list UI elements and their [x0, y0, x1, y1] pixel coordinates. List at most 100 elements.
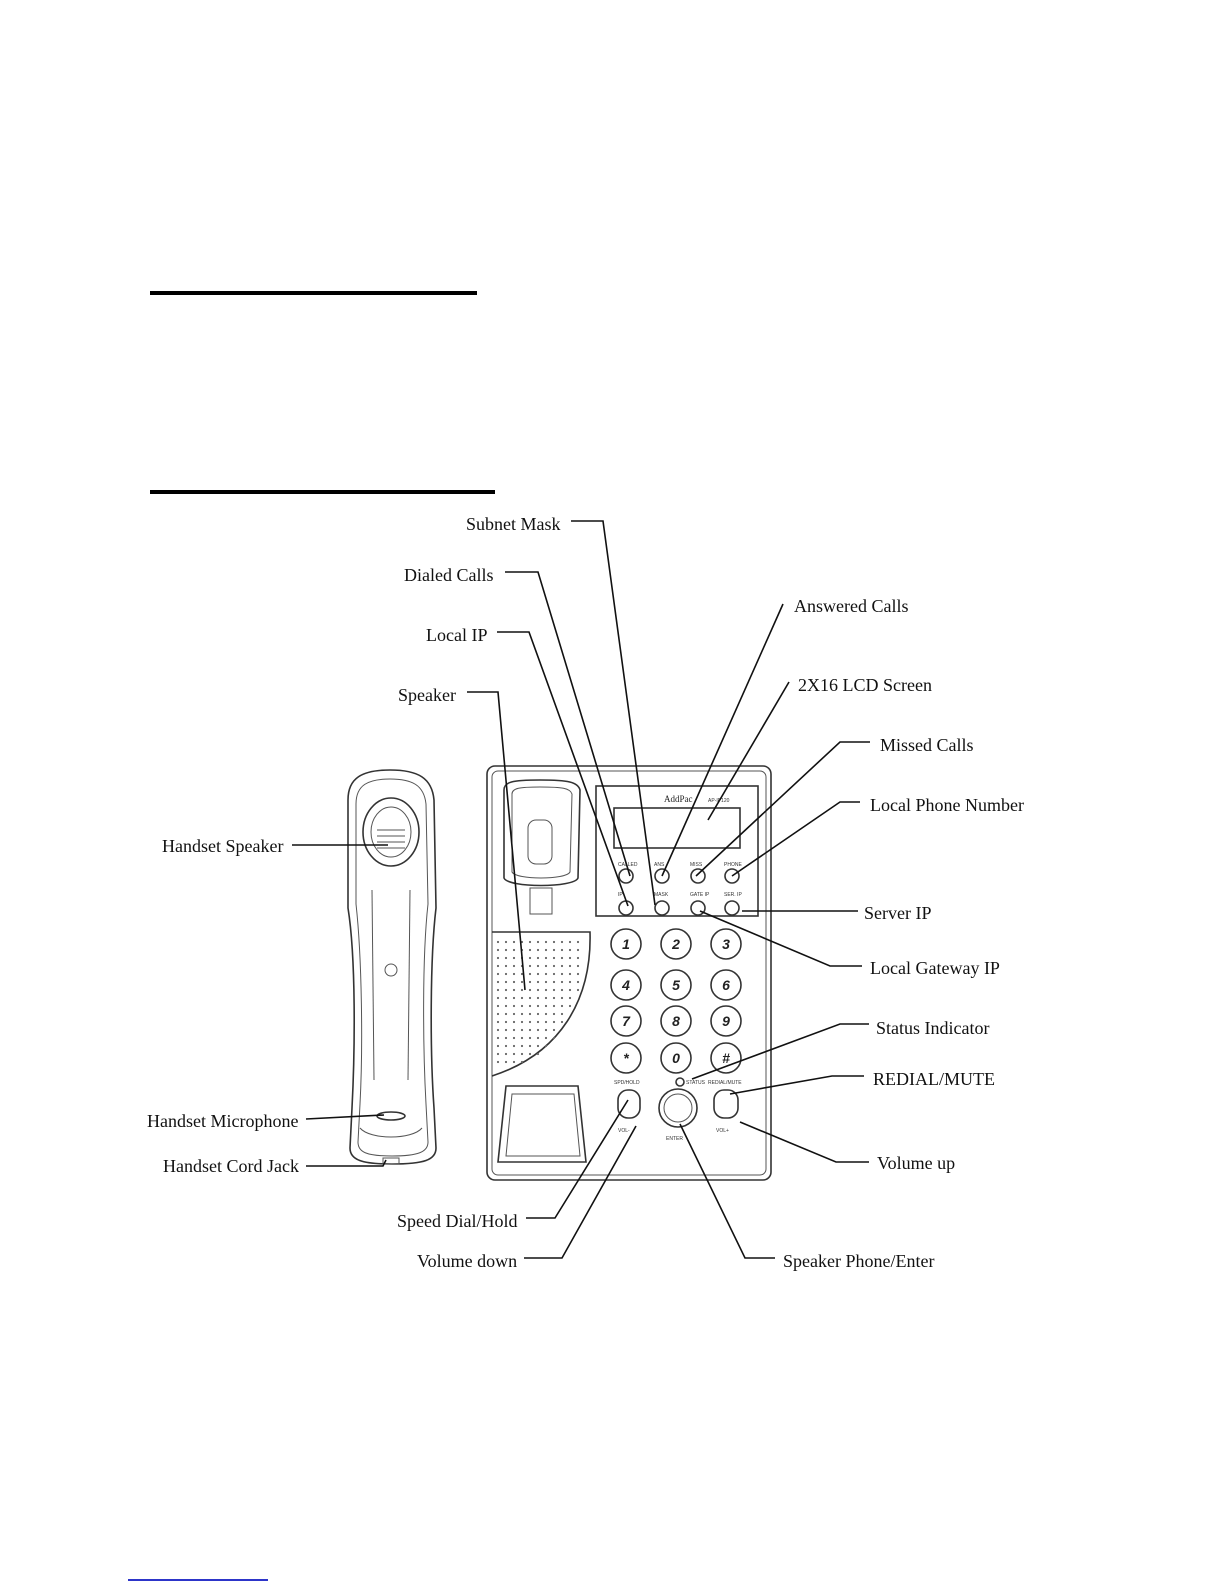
- leader-redial-mute: [729, 1075, 864, 1095]
- fkey-bottom-ip-button[interactable]: [618, 900, 634, 916]
- speaker-hole: [504, 1052, 508, 1056]
- speaker-hole: [496, 1060, 500, 1064]
- leader-status-indicator: [691, 1023, 869, 1080]
- speaker-hole: [544, 988, 548, 992]
- label-answered-calls: Answered Calls: [794, 596, 908, 616]
- handset: [347, 769, 437, 1165]
- speaker-hole: [528, 1028, 532, 1032]
- label-speaker-phone-enter: Speaker Phone/Enter: [783, 1251, 934, 1271]
- key-3-button[interactable]: [710, 928, 742, 960]
- key-3-label: 3: [722, 936, 730, 952]
- speaker-hole: [504, 988, 508, 992]
- key-9-button[interactable]: [710, 1005, 742, 1037]
- callout-labels: Subnet Mask Dialed Calls Answered Calls …: [147, 514, 1024, 1271]
- redial-mute-button[interactable]: [713, 1089, 739, 1119]
- speaker-hole: [520, 1012, 524, 1016]
- vol-up-key-label: VOL+: [716, 1128, 729, 1134]
- fkey-label-gate-ip: GATE IP: [690, 892, 710, 898]
- fkey-bottom-ser-ip-button[interactable]: [724, 900, 740, 916]
- speaker-hole: [552, 1012, 556, 1016]
- speaker-hole: [520, 1044, 524, 1048]
- key-hash-button[interactable]: [710, 1042, 742, 1074]
- label-subnet-mask: Subnet Mask: [466, 514, 561, 534]
- fkey-top-phone-button[interactable]: [724, 868, 740, 884]
- key-6-button[interactable]: [710, 969, 742, 1001]
- key-5-button[interactable]: [660, 969, 692, 1001]
- key-9-label: 9: [722, 1013, 730, 1029]
- fkey-label-miss: MISS: [690, 862, 703, 868]
- speaker-hole: [496, 940, 500, 944]
- speaker-hole: [560, 1020, 564, 1024]
- speaker-hole: [568, 980, 572, 984]
- key-5-label: 5: [672, 977, 680, 993]
- speaker-hole: [544, 1004, 548, 1008]
- speaker-hole: [552, 1036, 556, 1040]
- speaker-hole: [512, 1060, 516, 1064]
- speed-dial-hold-button[interactable]: [617, 1089, 641, 1119]
- speaker-hole: [560, 964, 564, 968]
- speaker-hole: [536, 1004, 540, 1008]
- label-handset-cord-jack: Handset Cord Jack: [163, 1156, 299, 1176]
- key-2-button[interactable]: [660, 928, 692, 960]
- key-4-button[interactable]: [610, 969, 642, 1001]
- speed-hold-key-label: SPD/HOLD: [614, 1080, 640, 1086]
- speaker-hole: [496, 1044, 500, 1048]
- key-7-button[interactable]: [610, 1005, 642, 1037]
- speaker-hole: [536, 1028, 540, 1032]
- speaker-hole: [528, 972, 532, 976]
- lower-cradle: [497, 1085, 587, 1163]
- speaker-hole: [552, 964, 556, 968]
- handset-cord-jack-socket: [382, 1157, 400, 1165]
- speaker-hole: [496, 996, 500, 1000]
- leader-dialed-calls: [505, 571, 631, 877]
- leader-handset-cord-jack: [306, 1159, 387, 1167]
- key-8-button[interactable]: [660, 1005, 692, 1037]
- speaker-hole: [504, 1012, 508, 1016]
- speaker-hole: [504, 940, 508, 944]
- speaker-hole: [512, 1036, 516, 1040]
- speaker-hole: [544, 972, 548, 976]
- speaker-hole: [512, 948, 516, 952]
- speaker-hole: [568, 964, 572, 968]
- speaker-hole: [544, 1044, 548, 1048]
- leader-lcd-screen: [707, 681, 790, 821]
- speaker-hole: [536, 1012, 540, 1016]
- speaker-hole: [544, 1012, 548, 1016]
- handset-speaker-grille: [362, 797, 420, 867]
- key-2-label: 2: [671, 936, 680, 952]
- leader-volume-down: [524, 1125, 637, 1259]
- speaker-hole: [568, 988, 572, 992]
- speaker-hole: [528, 956, 532, 960]
- fkey-top-ans-button[interactable]: [654, 868, 670, 884]
- status-key-label: STATUS: [686, 1080, 706, 1086]
- speaker-hole: [520, 1020, 524, 1024]
- fkey-bottom-mask-button[interactable]: [654, 900, 670, 916]
- speaker-hole: [544, 980, 548, 984]
- speaker-hole: [512, 964, 516, 968]
- speaker-hole: [528, 1020, 532, 1024]
- speaker-phone-enter-button[interactable]: [658, 1088, 698, 1128]
- leader-answered-calls: [661, 603, 784, 877]
- speaker-hole: [504, 964, 508, 968]
- speaker-hole: [520, 1004, 524, 1008]
- fkey-top-miss-button[interactable]: [690, 868, 706, 884]
- speaker-hole: [576, 964, 580, 968]
- footer-link-underline: [128, 1579, 268, 1581]
- speaker-hole: [536, 1036, 540, 1040]
- speaker-hole: [512, 1044, 516, 1048]
- speaker-hole: [528, 1004, 532, 1008]
- key-star-button[interactable]: [610, 1042, 642, 1074]
- speaker-hole: [568, 996, 572, 1000]
- leader-local-ip: [497, 631, 629, 907]
- key-1-button[interactable]: [610, 928, 642, 960]
- speaker-hole: [536, 940, 540, 944]
- leader-speed-dial-hold: [526, 1099, 629, 1219]
- leader-local-phone-number: [731, 801, 860, 877]
- speaker-hole: [512, 1028, 516, 1032]
- key-0-button[interactable]: [660, 1042, 692, 1074]
- speaker-hole: [496, 1020, 500, 1024]
- fkey-top-called-button[interactable]: [618, 868, 634, 884]
- fkey-bottom-gate-ip-button[interactable]: [690, 900, 706, 916]
- speaker-hole: [560, 1004, 564, 1008]
